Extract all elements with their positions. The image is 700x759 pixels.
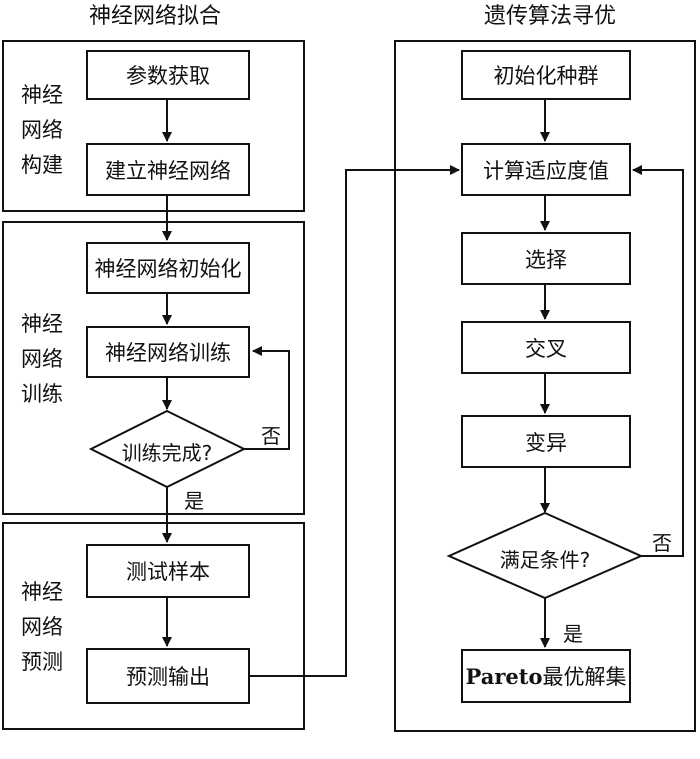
section-label-train: 神经 网络 训练 (17, 307, 67, 412)
node-selection: 选择 (461, 232, 631, 285)
node-network-init: 神经网络初始化 (86, 242, 250, 294)
node-param-acquire: 参数获取 (86, 50, 250, 100)
left-panel-title: 神经网络拟合 (88, 4, 221, 29)
section-label-line: 预测 (21, 650, 63, 674)
section-label-line: 构建 (21, 153, 63, 177)
node-predict-output: 预测输出 (86, 648, 250, 704)
section-label-predict: 神经 网络 预测 (17, 575, 67, 680)
condition-yes-label: 是 (563, 622, 583, 646)
right-panel-title: 遗传算法寻优 (483, 4, 616, 29)
section-ga-optimize (394, 40, 696, 732)
node-network-train: 神经网络训练 (86, 326, 250, 378)
section-label-build: 神经 网络 构建 (17, 78, 67, 183)
decision-label-condition: 满足条件? (499, 548, 591, 572)
node-test-samples: 测试样本 (86, 544, 250, 598)
decision-diamond-training (88, 409, 247, 489)
node-init-population: 初始化种群 (461, 50, 631, 100)
condition-no-label: 否 (652, 531, 672, 555)
section-label-line: 神经 (21, 580, 63, 604)
section-label-line: 训练 (21, 382, 63, 406)
section-network-build (2, 40, 305, 212)
pareto-set-text: 最优解集 (542, 665, 627, 689)
node-mutation: 变异 (461, 415, 631, 468)
pareto-word: Pareto (465, 663, 543, 689)
decision-diamond-condition (446, 511, 644, 600)
section-label-line: 神经 (21, 312, 63, 336)
section-label-line: 网络 (21, 347, 63, 371)
section-label-line: 网络 (21, 118, 63, 142)
section-network-predict (2, 522, 305, 730)
training-yes-label: 是 (184, 489, 204, 513)
node-compute-fitness: 计算适应度值 (461, 143, 631, 196)
section-label-line: 网络 (21, 615, 63, 639)
node-crossover: 交叉 (461, 321, 631, 374)
section-label-line: 神经 (21, 83, 63, 107)
node-build-network: 建立神经网络 (86, 143, 250, 196)
section-network-train (2, 221, 305, 515)
decision-label-training: 训练完成? (121, 441, 213, 465)
training-no-label: 否 (261, 424, 281, 448)
